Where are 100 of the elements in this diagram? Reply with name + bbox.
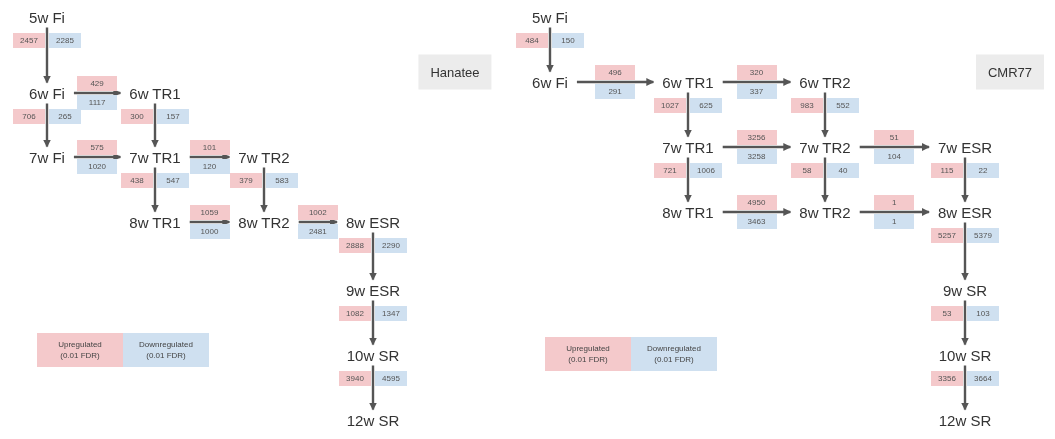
- downregulated-count: 547: [157, 172, 189, 188]
- arrow: [546, 27, 554, 73]
- stage-label: 5w Fi: [529, 8, 571, 26]
- downregulated-count: 625: [690, 97, 722, 113]
- downregulated-count: 1: [874, 214, 915, 229]
- stage-label: 6w Fi: [529, 73, 571, 91]
- downregulated-count: 1117: [77, 95, 118, 110]
- legend-text: Upregulated (0.01 FDR): [565, 343, 611, 365]
- arrow: [961, 222, 969, 281]
- stage-label: 7w ESR: [934, 138, 996, 156]
- stage-label: 8w ESR: [934, 203, 996, 221]
- upregulated-count: 1: [874, 195, 915, 210]
- arrow: [821, 157, 829, 203]
- arrow: [43, 27, 51, 84]
- downregulated-count: 104: [874, 149, 915, 164]
- stage-label: 8w TR2: [796, 203, 854, 221]
- upregulated-count: 58: [791, 162, 823, 178]
- downregulated-count: 1000: [189, 224, 230, 239]
- legend-text: Downregulated (0.01 FDR): [646, 343, 702, 365]
- arrow: [369, 300, 377, 346]
- arrow: [43, 103, 51, 148]
- upregulated-count: 3356: [931, 370, 963, 386]
- stage-label: 8w TR1: [659, 203, 717, 221]
- downregulated-count: 3664: [967, 370, 999, 386]
- upregulated-count: 575: [77, 140, 118, 155]
- stage-label: 7w TR2: [235, 148, 293, 166]
- upregulated-count: 1002: [297, 205, 338, 220]
- downregulated-count: 3463: [736, 214, 777, 229]
- arrow: [859, 143, 930, 151]
- upregulated-count: 2888: [339, 237, 371, 253]
- upregulated-count: 1082: [339, 305, 371, 321]
- arrow: [260, 167, 268, 213]
- stage-label: 7w TR1: [126, 148, 184, 166]
- downregulated-count: 157: [157, 108, 189, 124]
- upregulated-count: 3940: [339, 370, 371, 386]
- stage-label: 5w Fi: [26, 8, 68, 26]
- downregulated-count: 1020: [77, 159, 118, 174]
- stage-label: 7w TR1: [659, 138, 717, 156]
- legend-text: Upregulated (0.01 FDR): [57, 339, 103, 361]
- arrow: [189, 218, 231, 226]
- arrow: [821, 92, 829, 138]
- arrow: [73, 153, 122, 161]
- upregulated-count: 300: [121, 108, 153, 124]
- upregulated-count: 1027: [654, 97, 686, 113]
- stage-label: 8w TR2: [235, 213, 293, 231]
- upregulated-count: 101: [189, 140, 230, 155]
- downregulated-count: 3258: [736, 149, 777, 164]
- upregulated-count: 51: [874, 130, 915, 145]
- upregulated-count: 438: [121, 172, 153, 188]
- downregulated-count: 265: [49, 108, 81, 124]
- downregulated-count: 1347: [375, 305, 407, 321]
- arrow: [151, 167, 159, 213]
- upregulated-count: 4950: [736, 195, 777, 210]
- group-label: CMR77: [975, 54, 1045, 90]
- upregulated-count: 115: [931, 162, 963, 178]
- upregulated-count: 53: [931, 305, 963, 321]
- arrow: [576, 78, 655, 86]
- stage-label: 6w Fi: [26, 84, 68, 102]
- arrow: [722, 78, 792, 86]
- stage-label: 6w TR2: [796, 73, 854, 91]
- downregulated-count: 2285: [49, 32, 81, 48]
- stage-label: 7w TR2: [796, 138, 854, 156]
- downregulated-count: 583: [266, 172, 298, 188]
- upregulated-count: 5257: [931, 227, 963, 243]
- downregulated-count: 1006: [690, 162, 722, 178]
- downregulated-count: 40: [827, 162, 859, 178]
- downregulated-count: 120: [189, 159, 230, 174]
- upregulated-count: 1059: [189, 205, 230, 220]
- downregulated-count: 2481: [297, 224, 338, 239]
- downregulated-count: 4595: [375, 370, 407, 386]
- arrow: [961, 365, 969, 411]
- legend-text: Downregulated (0.01 FDR): [138, 339, 194, 361]
- upregulated-count: 496: [595, 65, 636, 80]
- downregulated-count: 150: [552, 32, 584, 48]
- upregulated-count: 2457: [13, 32, 45, 48]
- upregulated-count: 484: [516, 32, 548, 48]
- group-label: Hanatee: [418, 54, 492, 90]
- stage-label: 6w TR1: [126, 84, 184, 102]
- stage-label: 6w TR1: [659, 73, 717, 91]
- arrow: [859, 208, 930, 216]
- arrow: [369, 365, 377, 411]
- stage-label: 9w SR: [939, 281, 991, 299]
- upregulated-count: 379: [230, 172, 262, 188]
- downregulated-count: 291: [595, 84, 636, 99]
- downregulated-count: 22: [967, 162, 999, 178]
- stage-label: 8w TR1: [126, 213, 184, 231]
- arrow: [189, 153, 231, 161]
- stage-label: 8w ESR: [342, 213, 404, 231]
- downregulated-count: 103: [967, 305, 999, 321]
- upregulated-count: 983: [791, 97, 823, 113]
- arrow: [369, 232, 377, 281]
- stage-label: 9w ESR: [342, 281, 404, 299]
- stage-label: 12w SR: [343, 411, 403, 429]
- stage-label: 10w SR: [343, 346, 403, 364]
- downregulated-count: 2290: [375, 237, 407, 253]
- downregulated-count: 5379: [967, 227, 999, 243]
- arrow: [684, 92, 692, 138]
- arrow: [151, 103, 159, 148]
- stage-label: 7w Fi: [26, 148, 68, 166]
- upregulated-count: 721: [654, 162, 686, 178]
